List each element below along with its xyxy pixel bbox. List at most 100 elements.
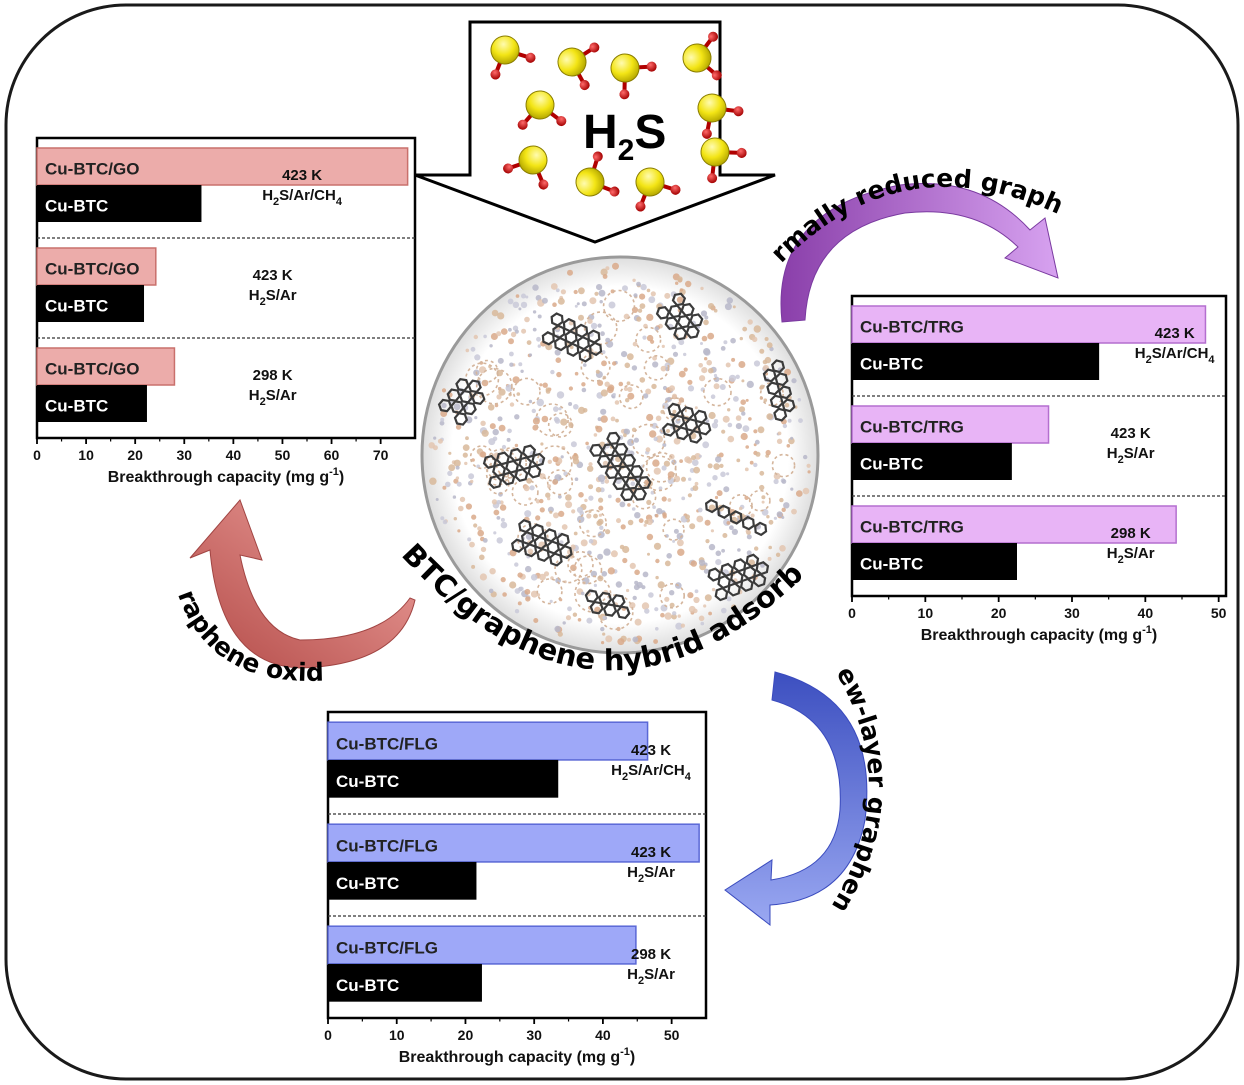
condition-gas: H2S/Ar/CH4 [1135,345,1216,366]
x-axis-title: Breakthrough capacity (mg g-1) [108,466,344,486]
flg-arrow [724,671,868,927]
bar-composite [36,247,157,286]
h2s-molecule [610,53,657,100]
graphene-sheet [704,498,768,537]
h2s-molecule [700,137,747,184]
h2s-molecule [575,151,620,197]
x-tick-label: 20 [127,447,143,463]
bar-label-composite: Cu-BTC/FLG [336,734,438,753]
graphene-sheet [541,312,603,363]
bar-label-cu-btc: Cu-BTC [860,355,923,374]
bar-composite [327,925,637,965]
bar-label-cu-btc: Cu-BTC [860,555,923,574]
x-tick-label: 50 [664,1027,680,1043]
condition-temperature: 298 K [631,946,671,963]
h2s-molecules [490,31,747,212]
x-tick-label: 30 [526,1027,542,1043]
bar-composite [36,347,176,386]
condition-gas: H2S/Ar [1107,445,1155,466]
graphene-sheet [707,553,770,602]
bar-label-composite: Cu-BTC/TRG [860,518,964,537]
x-tick-label: 10 [918,605,934,621]
condition-temperature: 423 K [631,844,671,861]
graphene-sheet [655,292,704,341]
bar-cu-btc [852,543,1017,580]
h2s-label: H2S [583,106,666,167]
x-tick-label: 10 [78,447,94,463]
bar-label-cu-btc: Cu-BTC [860,455,923,474]
h2s-molecule [490,35,536,80]
bar-cu-btc [328,759,559,798]
x-tick-label: 40 [595,1027,611,1043]
graphene-sheet [662,402,712,444]
h2s-molecule [682,31,722,81]
x-tick-label: 10 [389,1027,405,1043]
condition-gas: H2S/Ar [1107,545,1155,566]
bar-label-cu-btc: Cu-BTC [45,297,108,316]
condition-gas: H2S/Ar [249,387,297,408]
x-tick-label: 40 [226,447,242,463]
x-tick-label: 50 [275,447,291,463]
graphene-sheets [437,292,796,620]
condition-gas: H2S/Ar/CH4 [611,762,692,783]
bar-label-composite: Cu-BTC/GO [45,260,139,279]
h2s-molecule [697,93,744,139]
graphene-sheet [589,431,652,502]
bar-composite [327,823,700,863]
graphene-sheet [762,359,796,422]
bar-label-cu-btc: Cu-BTC [336,772,399,791]
bar-cu-btc [852,443,1012,480]
condition-temperature: 298 K [1111,525,1151,542]
bar-label-composite: Cu-BTC/TRG [860,418,964,437]
condition-temperature: 423 K [1155,325,1195,342]
bar-composite [851,505,1177,544]
x-tick-label: 20 [458,1027,474,1043]
trg-arrow [780,182,1059,323]
condition-temperature: 423 K [631,742,671,759]
x-tick-label: 0 [33,447,41,463]
graphene-sheet [511,518,573,567]
bar-label-cu-btc: Cu-BTC [336,874,399,893]
x-tick-label: 20 [991,605,1007,621]
bar-label-composite: Cu-BTC/GO [45,360,139,379]
h2s-molecule [503,145,549,190]
bar-cu-btc [852,343,1100,380]
x-axis-title: Breakthrough capacity (mg g-1) [399,1046,635,1066]
go-arrow [189,499,416,669]
bar-label-composite: Cu-BTC/GO [45,160,139,179]
condition-gas: H2S/Ar/CH4 [262,187,343,208]
condition-temperature: 423 K [253,267,293,284]
h2s-arrow [414,20,776,244]
graphene-sheet [437,378,486,426]
condition-gas: H2S/Ar [627,864,675,885]
mof-graphene-circle [420,255,820,655]
graphene-sheet [584,589,631,620]
graphene-sheet [482,444,546,490]
x-tick-label: 40 [1138,605,1154,621]
h2s-molecule [557,42,600,91]
x-tick-label: 30 [1064,605,1080,621]
bar-cu-btc [328,861,477,900]
condition-gas: H2S/Ar [249,287,297,308]
bar-label-composite: Cu-BTC/TRG [860,318,964,337]
bar-label-cu-btc: Cu-BTC [45,197,108,216]
bar-label-cu-btc: Cu-BTC [45,397,108,416]
bar-label-cu-btc: Cu-BTC [336,976,399,995]
condition-gas: H2S/Ar [627,966,675,987]
x-tick-label: 0 [324,1027,332,1043]
bar-composite [327,721,649,761]
x-tick-label: 0 [848,605,856,621]
h2s-molecule [517,90,567,130]
h2s-molecule [635,167,681,212]
bar-composite [36,147,409,186]
bar-cu-btc [37,385,147,422]
bar-composite [851,405,1050,444]
bar-cu-btc [37,285,145,322]
bar-label-composite: Cu-BTC/FLG [336,836,438,855]
bar-cu-btc [328,963,482,1002]
condition-temperature: 298 K [253,367,293,384]
x-axis-title: Breakthrough capacity (mg g-1) [921,624,1157,644]
